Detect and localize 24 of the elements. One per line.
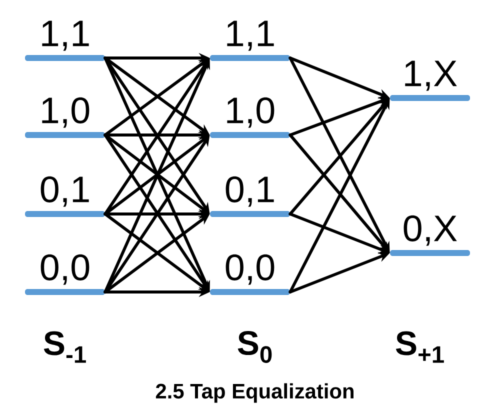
stage-label: S$_{-1}$ bbox=[44, 331, 86, 363]
caption: 2.5 Tap Equalization bbox=[156, 383, 354, 403]
node-label: 0,0 bbox=[226, 254, 274, 285]
node-label: 0,X bbox=[404, 215, 457, 246]
state-bar: 0,X bbox=[390, 215, 470, 256]
node-label: 1,1 bbox=[227, 20, 274, 51]
state-bar: 1,X bbox=[390, 60, 470, 101]
state-bar: 1,1 bbox=[25, 20, 105, 61]
state-bar: 1,1 bbox=[210, 20, 290, 61]
node-label: 0,1 bbox=[226, 176, 274, 207]
state-bar: 0,1 bbox=[25, 176, 105, 217]
state-bar: 0,0 bbox=[210, 254, 290, 295]
state-bar: 1,0 bbox=[210, 97, 290, 138]
node-label: 0,0 bbox=[40, 254, 90, 285]
node-label: 1,1 bbox=[42, 20, 89, 51]
node-label: 0,1 bbox=[40, 176, 89, 207]
node-label: 1,X bbox=[405, 60, 457, 91]
node-label: 1,0 bbox=[42, 97, 90, 128]
state-bar: 0,0 bbox=[25, 254, 105, 295]
node-label: 1,0 bbox=[227, 97, 274, 128]
stage-label: S$_{0}$ bbox=[238, 331, 272, 363]
state-bar: 1,0 bbox=[25, 97, 105, 138]
state-bar: 0,1 bbox=[210, 176, 290, 217]
stage-label: S$_{+1}$ bbox=[396, 331, 444, 363]
